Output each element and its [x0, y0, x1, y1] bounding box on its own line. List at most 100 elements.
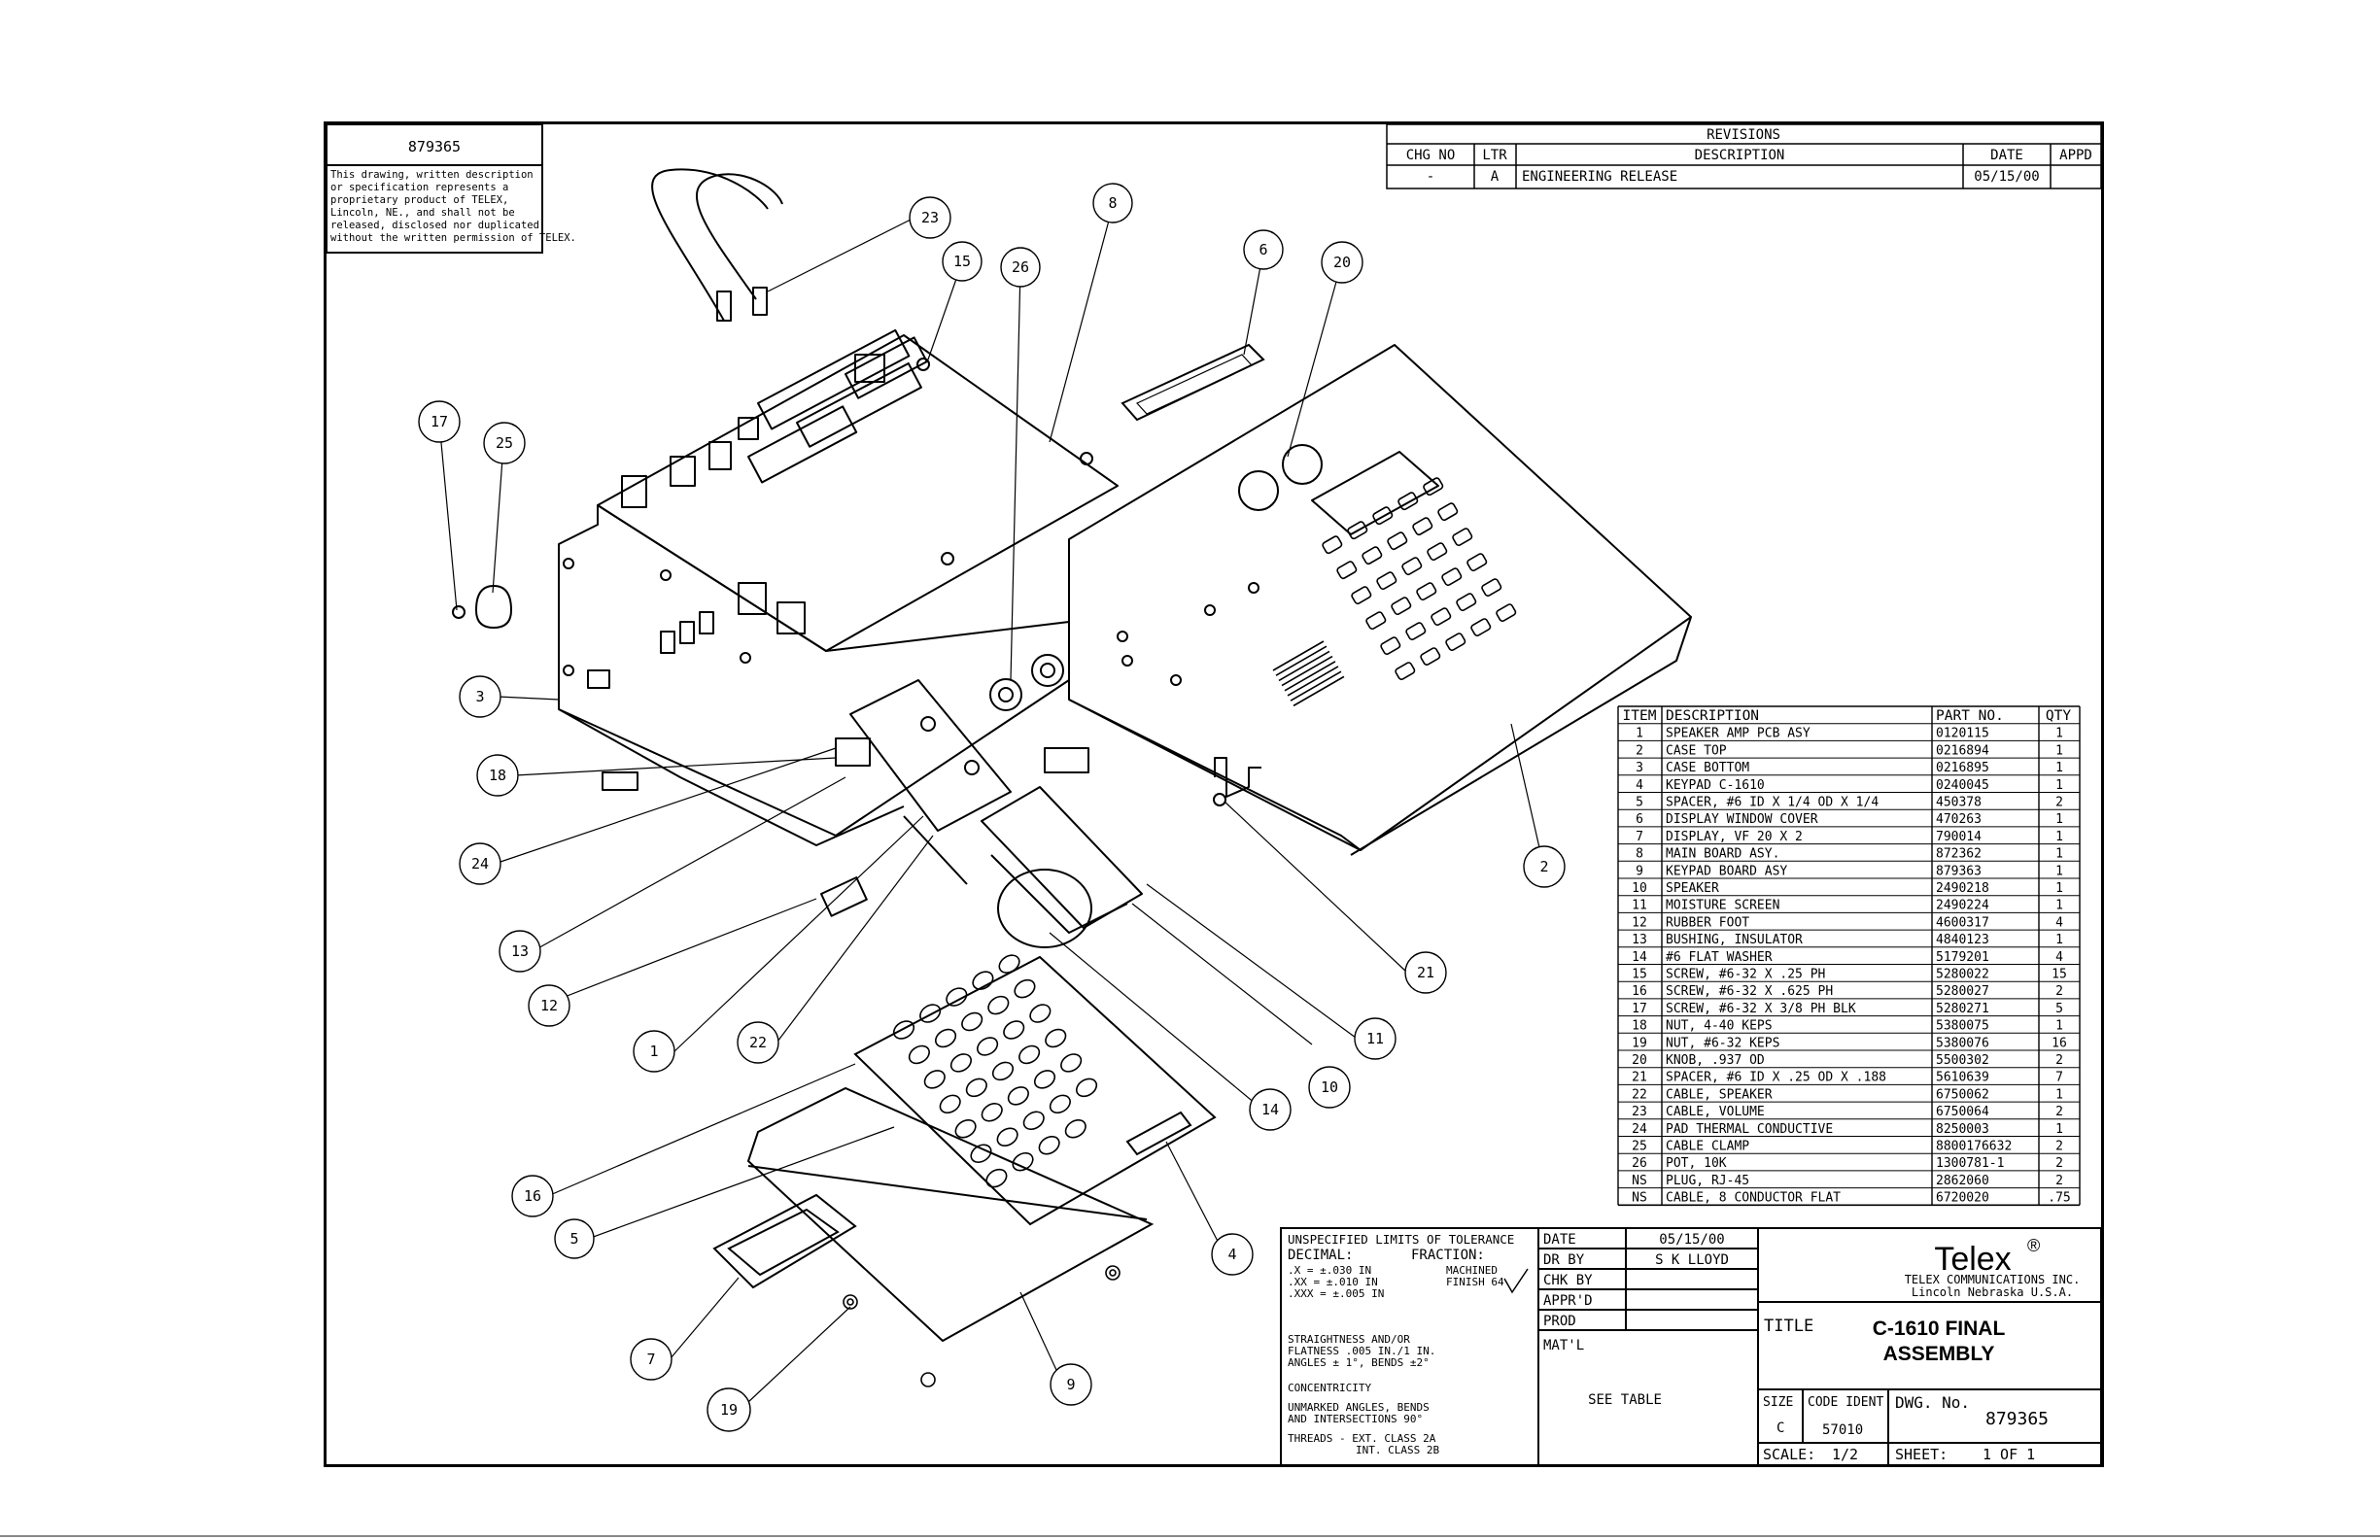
bom-part-number: 5380075	[1936, 1019, 1989, 1034]
bom-quantity: 2	[2055, 796, 2063, 810]
rev-cell: -	[1427, 169, 1434, 185]
bom-description: CABLE, VOLUME	[1666, 1105, 1765, 1119]
notice-line: Lincoln, NE., and shall not be	[330, 207, 515, 219]
bom-description: KNOB, .937 OD	[1666, 1053, 1765, 1068]
title-line-1: C-1610 FINAL	[1873, 1318, 2006, 1340]
company-name: TELEX COMMUNICATIONS INC.	[1905, 1273, 2081, 1286]
bom-description: SPEAKER AMP PCB ASY	[1666, 727, 1811, 741]
bom-description: #6 FLAT WASHER	[1666, 950, 1773, 965]
bom-part-number: 450378	[1936, 796, 1982, 810]
bom-item-number: 4	[1636, 778, 1643, 793]
bom-description: DISPLAY WINDOW COVER	[1666, 812, 1818, 827]
bom-description: KEYPAD BOARD ASY	[1666, 864, 1787, 878]
bom-part-number: 5280022	[1936, 968, 1989, 982]
balloon-25: 25	[483, 422, 526, 464]
svg-text:17: 17	[431, 413, 448, 430]
code-ident-label: CODE IDENT	[1808, 1395, 1883, 1410]
decimal-label: DECIMAL:	[1288, 1248, 1353, 1263]
svg-text:18: 18	[489, 767, 506, 784]
bom-description: SPACER, #6 ID X .25 OD X .188	[1666, 1071, 1886, 1085]
balloon-6: 6	[1243, 229, 1284, 270]
balloon-18: 18	[476, 754, 519, 797]
bom-quantity: 2	[2055, 1174, 2063, 1188]
bom-item-number: 7	[1636, 830, 1643, 844]
bom-quantity: 1	[2055, 727, 2063, 741]
svg-text:24: 24	[471, 855, 489, 873]
bom-item-number: NS	[1632, 1174, 1647, 1188]
case-top-art	[1068, 344, 1692, 851]
svg-text:15: 15	[953, 253, 971, 270]
signoff-value: S K LLOYD	[1655, 1252, 1729, 1268]
balloon-13: 13	[499, 930, 541, 973]
title-line-2: ASSEMBLY	[1883, 1343, 1995, 1365]
bom-description: CASE BOTTOM	[1666, 761, 1749, 775]
bom-description: RUBBER FOOT	[1666, 915, 1749, 930]
bom-item-number: 14	[1632, 950, 1647, 965]
bom-quantity: 1	[2055, 933, 2063, 947]
bom-description: SCREW, #6-32 X 3/8 PH BLK	[1666, 1002, 1856, 1016]
page-bottom-rule	[0, 1535, 2380, 1537]
bom-item-number: 24	[1632, 1122, 1647, 1137]
bom-item-number: 18	[1632, 1019, 1647, 1034]
bom-description: CABLE, 8 CONDUCTOR FLAT	[1666, 1191, 1841, 1206]
leader-lines	[438, 205, 1544, 1403]
bom-description: CABLE CLAMP	[1666, 1140, 1749, 1154]
bom-part-number: 5179201	[1936, 950, 1989, 965]
balloon-8: 8	[1092, 183, 1133, 223]
bom-item-number: 25	[1632, 1140, 1647, 1154]
balloon-16: 16	[511, 1175, 554, 1217]
bom-description: CABLE, SPEAKER	[1666, 1087, 1773, 1102]
bom-item-number: NS	[1632, 1191, 1647, 1206]
bom-quantity: 15	[2052, 968, 2067, 982]
bom-description: CASE TOP	[1666, 743, 1727, 758]
rev-header: DESCRIPTION	[1695, 148, 1785, 163]
bom-part-number: 2490224	[1936, 899, 1989, 913]
bom-part-number: 5280271	[1936, 1002, 1989, 1016]
bom-part-number: 6750062	[1936, 1087, 1989, 1102]
signoff-label: APPR'D	[1543, 1293, 1593, 1309]
bom-item-number: 16	[1632, 984, 1647, 999]
balloon-23: 23	[909, 196, 951, 239]
bom-part-number: 8250003	[1936, 1122, 1989, 1137]
bom-quantity: 1	[2055, 761, 2063, 775]
svg-text:26: 26	[1012, 258, 1029, 276]
svg-text:20: 20	[1333, 254, 1351, 271]
tol-xx: .XX = ±.010 IN	[1288, 1276, 1378, 1288]
bom-quantity: .75	[2048, 1191, 2070, 1206]
signoff-label: PROD	[1543, 1314, 1576, 1329]
notice-line: released, disclosed nor duplicated	[330, 220, 539, 231]
cable-clamp-art	[474, 584, 513, 630]
bom-part-number: 6720020	[1936, 1191, 1989, 1206]
notice-line: proprietary product of TELEX,	[330, 194, 508, 206]
bom-item-number: 21	[1632, 1071, 1647, 1085]
unmarked-line: AND INTERSECTIONS 90°	[1288, 1413, 1423, 1425]
bom-part-number: 470263	[1936, 812, 1982, 827]
svg-text:3: 3	[475, 688, 484, 705]
rev-header: LTR	[1482, 148, 1507, 163]
tol-x: .X = ±.030 IN	[1288, 1264, 1371, 1277]
bom-quantity: 2	[2055, 1105, 2063, 1119]
svg-text:10: 10	[1321, 1078, 1338, 1096]
proprietary-notice: This drawing, written description or spe…	[330, 169, 576, 244]
telex-logo: Telex	[1934, 1241, 2011, 1278]
drawing-border	[324, 121, 2104, 1467]
bom-part-number: 5500302	[1936, 1053, 1989, 1068]
bom-part-number: 0240045	[1936, 778, 1989, 793]
straightness-line: ANGLES ± 1°, BENDS ±2°	[1288, 1356, 1430, 1369]
bom-description: PLUG, RJ-45	[1666, 1174, 1749, 1188]
concentricity-label: CONCENTRICITY	[1288, 1382, 1371, 1394]
rev-cell: ENGINEERING RELEASE	[1522, 169, 1677, 185]
display-window-cover-art	[1121, 343, 1265, 422]
case-top-keys	[1272, 477, 1517, 707]
bom-header: ITEM	[1623, 708, 1657, 724]
bom-part-number: 2490218	[1936, 881, 1989, 896]
bom-part-number: 4840123	[1936, 933, 1989, 947]
material-label: MAT'L	[1543, 1338, 1584, 1353]
svg-text:16: 16	[524, 1187, 541, 1205]
svg-text:23: 23	[921, 209, 939, 226]
machined-label: MACHINED	[1446, 1264, 1498, 1277]
bom-item-number: 5	[1636, 796, 1643, 810]
balloon-21: 21	[1404, 951, 1447, 994]
bom-part-number: 872362	[1936, 847, 1982, 862]
